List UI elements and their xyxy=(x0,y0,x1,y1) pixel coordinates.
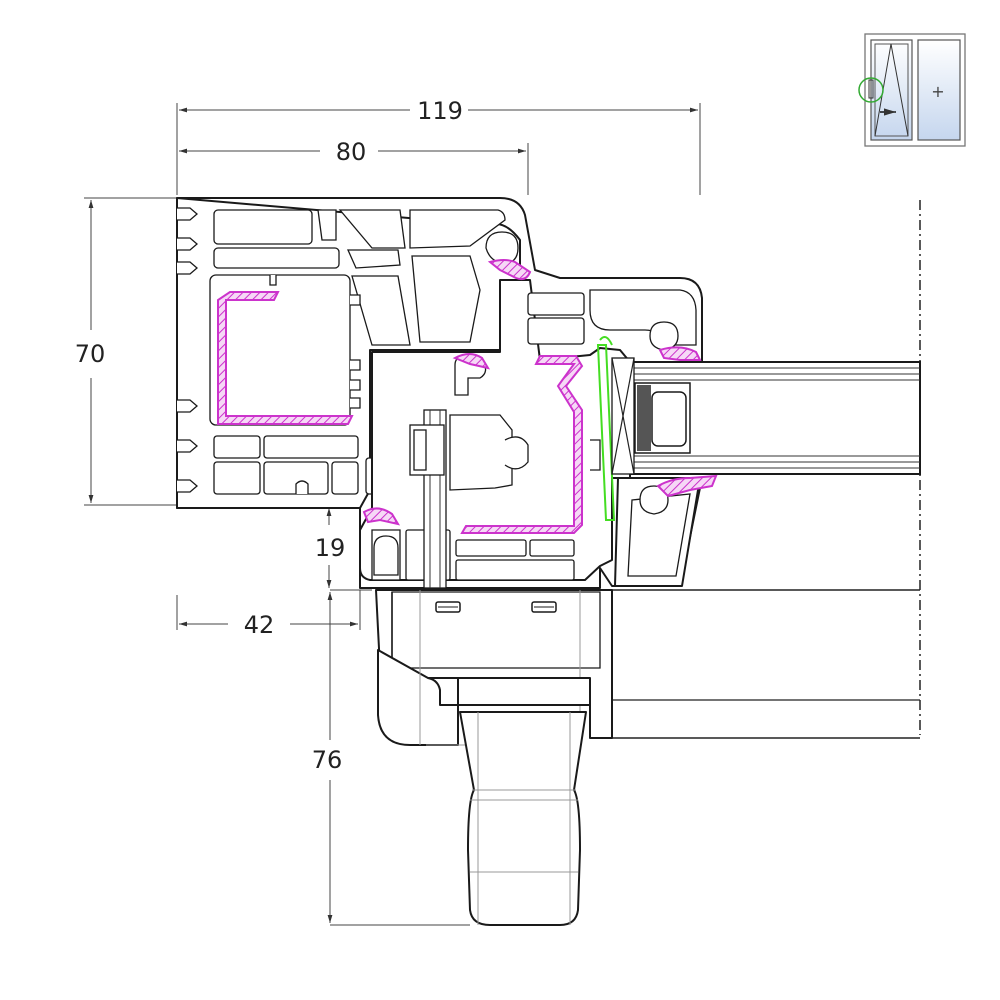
glazing-bead-lines xyxy=(600,200,921,739)
thumbnail-plus-sign: + xyxy=(931,82,944,101)
dimension-offset: 42 xyxy=(176,590,361,639)
thumbnail-detail-marker xyxy=(858,77,884,103)
window-handle xyxy=(375,589,613,926)
gaskets xyxy=(362,259,718,526)
dimension-overlap-label: 19 xyxy=(315,534,346,562)
steel-reinforcement xyxy=(217,291,584,534)
dimension-height: 70 xyxy=(75,197,176,506)
window-thumbnail: + xyxy=(858,33,966,147)
dimension-handle-projection-label: 76 xyxy=(312,746,343,774)
dimension-offset-label: 42 xyxy=(244,611,275,639)
dimension-handle-projection: 76 xyxy=(312,589,470,926)
dimension-frame-width-label: 80 xyxy=(336,138,367,166)
glass-unit xyxy=(629,361,921,475)
dimension-height-label: 70 xyxy=(75,340,106,368)
dimension-overall-width-label: 119 xyxy=(417,97,463,125)
dimension-overall-width: 119 xyxy=(176,97,701,195)
dimension-overlap: 19 xyxy=(315,508,346,588)
dimension-frame-width: 80 xyxy=(179,138,529,195)
